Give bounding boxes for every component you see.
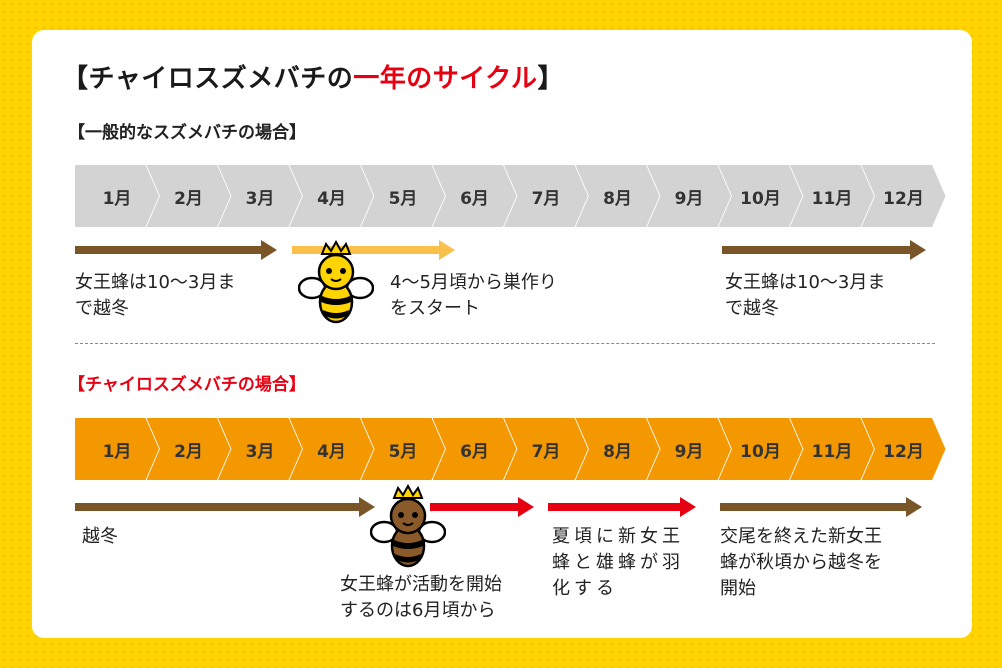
yellow-queen-bee-icon bbox=[298, 240, 374, 324]
general-overwinter-arrow-left bbox=[75, 240, 277, 260]
general-month-10: 10月 bbox=[718, 165, 803, 227]
chairo-month-11: 11月 bbox=[790, 418, 874, 480]
general-month-12: 12月 bbox=[861, 165, 946, 227]
section-divider bbox=[75, 343, 935, 344]
chairo-month-6: 6月 bbox=[432, 418, 517, 480]
chairo-queen-active-text: 女王蜂が活動を開始するのは6月頃から bbox=[340, 574, 502, 621]
general-nest-start-text: 4～5月頃から巣作りをスタート bbox=[390, 272, 557, 319]
general-month-7: 7月 bbox=[504, 165, 588, 227]
general-nest-arrow bbox=[292, 240, 455, 260]
general-month-4: 4月 bbox=[289, 165, 374, 227]
chairo-active-arrow bbox=[430, 497, 534, 517]
chairo-month-5: 5月 bbox=[361, 418, 445, 480]
chairo-month-10: 10月 bbox=[718, 418, 803, 480]
general-overwinter-right-text: 女王蜂は10～3月まで越冬 bbox=[725, 272, 886, 319]
brown-queen-bee-icon bbox=[370, 484, 446, 568]
general-overwinter-left-text: 女王蜂は10～3月まで越冬 bbox=[75, 272, 236, 319]
chairo-autumn-text: 交尾を終えた新女王蜂が秋頃から越冬を開始 bbox=[720, 526, 882, 599]
chairo-month-12: 12月 bbox=[861, 418, 946, 480]
general-month-5: 5月 bbox=[361, 165, 445, 227]
chairo-month-2: 2月 bbox=[146, 418, 231, 480]
title-highlight: 一年のサイクル bbox=[353, 64, 538, 94]
chairo-summer-text: 夏頃に新女王蜂と雄蜂が羽化する bbox=[552, 526, 684, 599]
general-heading: 【一般的なスズメバチの場合】 bbox=[68, 123, 306, 143]
general-month-11: 11月 bbox=[790, 165, 874, 227]
general-month-9: 9月 bbox=[647, 165, 731, 227]
title-prefix: 【チャイロスズメバチの bbox=[62, 64, 354, 94]
general-month-3: 3月 bbox=[218, 165, 302, 227]
chairo-overwinter-text: 越冬 bbox=[82, 526, 118, 547]
chairo-overwinter-arrow bbox=[75, 497, 375, 517]
title-suffix: 】 bbox=[537, 64, 564, 94]
chairo-month-3: 3月 bbox=[218, 418, 302, 480]
general-month-8: 8月 bbox=[575, 165, 660, 227]
general-month-2: 2月 bbox=[146, 165, 231, 227]
general-month-6: 6月 bbox=[432, 165, 517, 227]
card bbox=[32, 30, 972, 638]
general-overwinter-arrow-right bbox=[722, 240, 926, 260]
chairo-month-4: 4月 bbox=[289, 418, 374, 480]
chairo-month-9: 9月 bbox=[647, 418, 731, 480]
chairo-month-8: 8月 bbox=[575, 418, 660, 480]
chairo-heading: 【チャイロスズメバチの場合】 bbox=[68, 375, 306, 395]
chairo-autumn-arrow bbox=[720, 497, 922, 517]
page-title: 【チャイロスズメバチの一年のサイクル】 bbox=[62, 58, 564, 95]
general-month-1: 1月 bbox=[75, 165, 159, 227]
chairo-month-7: 7月 bbox=[504, 418, 588, 480]
chairo-summer-arrow bbox=[548, 497, 696, 517]
chairo-month-1: 1月 bbox=[75, 418, 159, 480]
